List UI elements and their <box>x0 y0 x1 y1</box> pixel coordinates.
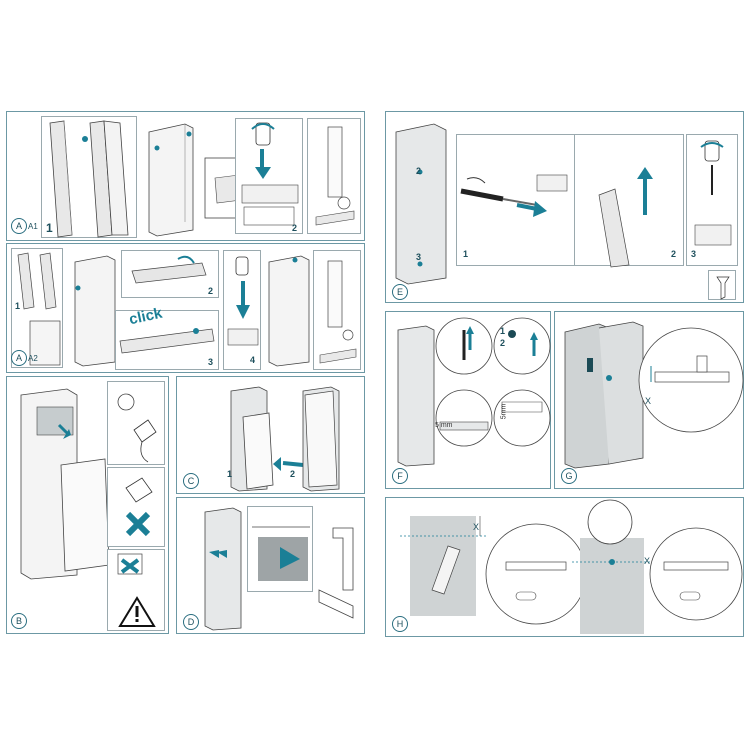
e-hinge-detail: 1 <box>456 134 576 266</box>
step-number: 2 <box>208 286 214 296</box>
a2-parts-detail <box>313 250 361 370</box>
panel-letter: B <box>11 613 27 629</box>
b-appliance-drawing <box>20 388 110 580</box>
step-number: 4 <box>250 355 256 365</box>
f-screw-circle <box>435 317 493 375</box>
h-detail-circle-right <box>649 527 743 621</box>
a2-click-detail: 3 <box>115 310 219 370</box>
panel-h: X X H <box>385 497 744 637</box>
a1-parts-detail <box>307 118 361 234</box>
panel-letter: E <box>392 284 408 300</box>
b-unplug-detail <box>107 467 165 547</box>
plug-icon <box>117 393 157 463</box>
door-fitting-drawing <box>119 328 215 354</box>
f-cap-circle <box>493 317 551 375</box>
step-number: 1 <box>46 221 53 235</box>
seal-strip-drawing <box>17 252 61 366</box>
panel-sublabel: A2 <box>28 354 38 363</box>
panel-a2: 1 2 3 click 4 <box>6 243 365 373</box>
f-gap-circle-2 <box>493 389 551 447</box>
c-closed-door-drawing <box>302 386 340 492</box>
a2-screw-detail: 4 <box>223 250 261 370</box>
seal-strip-drawing <box>49 120 129 238</box>
step-number: 1 <box>463 249 469 259</box>
b-warning-detail <box>107 549 165 631</box>
step-number: 2 <box>292 223 298 233</box>
dim-label: X <box>644 556 651 566</box>
f-appliance-drawing <box>397 325 435 467</box>
a2-cabinet-front <box>268 255 310 367</box>
e-screw-detail: 3 <box>686 134 738 266</box>
panel-letter: D <box>183 614 199 630</box>
screwdriver-icon <box>227 256 259 346</box>
panel-f: 1 2 5 mm 5mm F <box>385 311 551 489</box>
measure-label: 5mm <box>500 403 508 420</box>
e-screw-part <box>708 270 736 300</box>
panel-b: B <box>6 376 169 634</box>
step-number: 2 <box>671 249 677 259</box>
callout-number: 2 <box>500 338 506 348</box>
plug-icon <box>125 477 153 537</box>
a1-seal-view: 1 <box>41 116 137 238</box>
cross-icon <box>125 511 151 537</box>
panel-e: 2 3 1 2 3 E <box>385 111 744 303</box>
step-number: 3 <box>416 252 422 262</box>
a2-hinge-detail: 2 <box>121 250 219 298</box>
step-number: 1 <box>227 469 233 479</box>
parts-drawing <box>315 126 355 226</box>
dim-label: X <box>473 522 480 532</box>
a2-cabinet-drawing <box>74 255 116 367</box>
measure-label: 5 mm <box>435 422 453 429</box>
panel-g: X G <box>554 311 744 489</box>
socket-drawing <box>117 553 156 627</box>
d-appliance-drawing <box>204 507 242 631</box>
panel-letter: A <box>11 350 27 366</box>
panel-d: D <box>176 497 365 634</box>
parts-drawing <box>319 260 357 364</box>
e-seal-detail: 2 <box>574 134 684 268</box>
dim-label: X <box>645 396 652 406</box>
panel-letter: C <box>183 473 199 489</box>
screwdriver-icon <box>460 174 568 217</box>
a1-screw-detail: 2 <box>235 118 303 234</box>
screwdriver-icon <box>694 140 732 246</box>
step-number: 3 <box>691 249 697 259</box>
h-door-panel-drawing <box>400 516 488 616</box>
seal-drawing <box>598 167 653 268</box>
f-gap-circle-1 <box>435 389 493 447</box>
g-detail-circle <box>638 327 744 433</box>
screw-icon <box>716 276 730 300</box>
b-plug-detail <box>107 381 165 465</box>
e-appliance-drawing <box>395 123 447 285</box>
panel-a1: 1 2 A A1 <box>6 111 365 241</box>
panel-sublabel: A1 <box>28 222 38 231</box>
cross-icon <box>120 558 140 574</box>
d-square-tool <box>318 527 354 619</box>
callout-number: 1 <box>500 326 506 336</box>
corner-drawing <box>252 526 310 581</box>
step-number: 3 <box>208 357 214 367</box>
step-number: 2 <box>290 469 296 479</box>
step-number: 1 <box>15 301 21 311</box>
panel-letter: F <box>392 468 408 484</box>
g-double-appliance-drawing <box>564 321 644 469</box>
c-door-fitting-drawing <box>230 386 304 492</box>
a2-seal-view: 1 <box>11 248 63 368</box>
h-appliance-drawing <box>572 499 656 634</box>
hinge-drawing <box>131 255 207 284</box>
screwdriver-icon <box>241 122 299 226</box>
h-detail-circle-left <box>485 523 587 625</box>
step-number: 2 <box>416 166 422 176</box>
panel-letter: A <box>11 218 27 234</box>
panel-c: 1 2 C <box>176 376 365 494</box>
panel-letter: G <box>561 468 577 484</box>
panel-letter: H <box>392 616 408 632</box>
d-corner-detail <box>247 506 313 592</box>
